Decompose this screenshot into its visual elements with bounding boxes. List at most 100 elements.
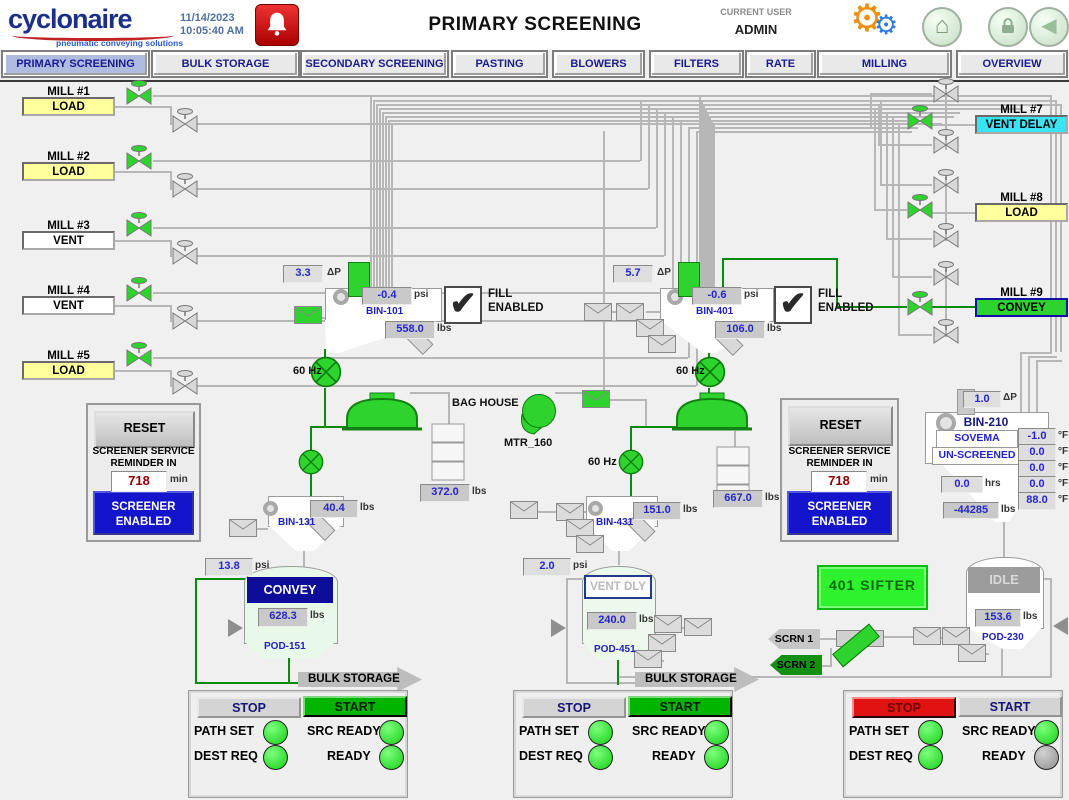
alarm-bell-icon — [267, 12, 287, 36]
pipe — [1003, 520, 1005, 560]
pipe — [388, 120, 907, 122]
screener-enabled-button[interactable]: SCREENER ENABLED — [787, 491, 892, 535]
pipe — [837, 306, 907, 308]
tab-pasting[interactable]: PASTING — [454, 53, 545, 75]
mill7-status[interactable]: VENT DELAY — [975, 115, 1068, 134]
mill4-status[interactable]: VENT — [22, 296, 115, 315]
butterfly-valve-icon — [126, 80, 152, 106]
pipe — [388, 120, 390, 289]
settings-button[interactable]: ⚙ ⚙ — [850, 0, 906, 48]
pipe — [870, 93, 932, 95]
level-switch-icon — [576, 535, 604, 553]
pipe — [878, 104, 880, 144]
level-switch-icon — [584, 303, 612, 321]
bin401-dp-unit: ΔP — [657, 267, 671, 278]
stop-button[interactable]: STOP — [522, 697, 626, 718]
bin101-fill-label1: FILL — [488, 288, 513, 300]
pipe — [898, 334, 932, 336]
mill3-status[interactable]: VENT — [22, 231, 115, 250]
screener-minutes-value: 718 — [811, 471, 867, 492]
tab-primary-screening[interactable]: PRIMARY SCREENING — [4, 53, 147, 75]
start-button[interactable]: START — [628, 696, 732, 717]
alarm-button[interactable] — [255, 4, 299, 46]
pipe — [932, 212, 975, 214]
butterfly-valve-icon — [933, 78, 959, 104]
butterfly-valve-icon — [126, 342, 152, 368]
level-switch-icon — [913, 627, 941, 645]
home-button[interactable]: ⌂ — [922, 7, 962, 47]
pipe — [898, 124, 900, 334]
mill1-status[interactable]: LOAD — [22, 97, 115, 116]
screener-reset-button[interactable]: RESET — [788, 406, 893, 446]
pipe — [656, 108, 658, 228]
mill1-name: MILL #1 — [47, 86, 90, 98]
dust-filter-icon — [431, 423, 465, 481]
bin401-fill-enabled-checkbox[interactable]: ✔ — [774, 286, 812, 324]
pipe — [1020, 352, 1052, 354]
butterfly-valve-icon — [172, 173, 198, 199]
check-icon: ✔ — [449, 285, 477, 321]
tab-rate[interactable]: RATE — [748, 53, 813, 75]
butterfly-valve-icon — [933, 129, 959, 155]
pipe — [324, 388, 326, 427]
mill2-status[interactable]: LOAD — [22, 162, 115, 181]
pipe — [170, 171, 172, 190]
bin401-psi-unit: psi — [744, 289, 759, 300]
pipe — [880, 184, 932, 186]
pipe — [680, 120, 682, 321]
tab-blowers[interactable]: BLOWERS — [555, 53, 642, 75]
butterfly-valve-icon — [172, 370, 198, 396]
butterfly-valve-icon — [126, 145, 152, 171]
path-set-indicator — [263, 720, 288, 745]
pipe — [870, 93, 872, 128]
bin101-dp-unit: ΔP — [327, 267, 341, 278]
pipe — [703, 104, 705, 288]
pipe — [631, 426, 710, 428]
pod151-cone — [244, 641, 336, 658]
pipe — [310, 426, 355, 428]
butterfly-valve-icon — [933, 223, 959, 249]
bin101-fill-enabled-checkbox[interactable]: ✔ — [444, 286, 482, 324]
pipe — [985, 653, 989, 655]
tab-milling[interactable]: MILLING — [820, 53, 949, 75]
sight-glass-icon — [333, 289, 349, 305]
bin210-screen-state-label: UN-SCREENED — [932, 447, 1022, 465]
pod451-lbs-value: 240.0 — [587, 612, 637, 630]
pipe — [376, 104, 378, 289]
pipe — [1050, 95, 1052, 352]
pipe — [303, 548, 305, 568]
path-set-indicator — [918, 720, 943, 745]
back-button[interactable]: ◀ — [1029, 7, 1069, 47]
filter2-lbs-value: 667.0 — [713, 490, 763, 508]
tab-filters[interactable]: FILTERS — [652, 53, 741, 75]
mill9-status[interactable]: CONVEY — [975, 298, 1068, 317]
pipe — [701, 100, 703, 288]
mill8-status[interactable]: LOAD — [975, 203, 1068, 222]
pipe — [115, 240, 172, 242]
stop-button[interactable]: STOP — [852, 697, 956, 718]
level-switch-icon — [510, 501, 538, 519]
lock-button[interactable] — [988, 7, 1028, 47]
screener-minutes-value: 718 — [111, 471, 167, 492]
stop-button[interactable]: STOP — [197, 697, 301, 718]
start-button[interactable]: START — [958, 696, 1062, 717]
mill5-name: MILL #5 — [47, 350, 90, 362]
start-button[interactable]: START — [303, 696, 407, 717]
pipe — [197, 385, 696, 387]
company-logo: cyclonaire pneumatic conveying solutions — [8, 6, 183, 49]
bin401-fill-label2: ENABLED — [818, 302, 874, 314]
pipe — [886, 238, 932, 240]
tab-secondary-screening[interactable]: SECONDARY SCREENING — [303, 53, 446, 75]
tab-overview[interactable]: OVERVIEW — [959, 53, 1065, 75]
mill5-status[interactable]: LOAD — [22, 361, 115, 380]
pod151-control-panel: STOP START PATH SET SRC READY DEST REQ R… — [188, 690, 408, 798]
screener-enabled-button[interactable]: SCREENER ENABLED — [93, 491, 194, 535]
screener-panel-right: RESET SCREENER SERVICE REMINDER IN 718 m… — [780, 398, 899, 542]
screener-reset-button[interactable]: RESET — [94, 411, 195, 448]
tab-bulk-storage[interactable]: BULK STORAGE — [154, 53, 297, 75]
pipe — [170, 305, 172, 322]
bin210-hrs-value: 0.0 — [941, 476, 983, 493]
scrn1-tag: SCRN 1 — [768, 629, 820, 649]
pipe — [288, 652, 290, 684]
sifter-401-button[interactable]: 401 SIFTER — [817, 565, 928, 610]
